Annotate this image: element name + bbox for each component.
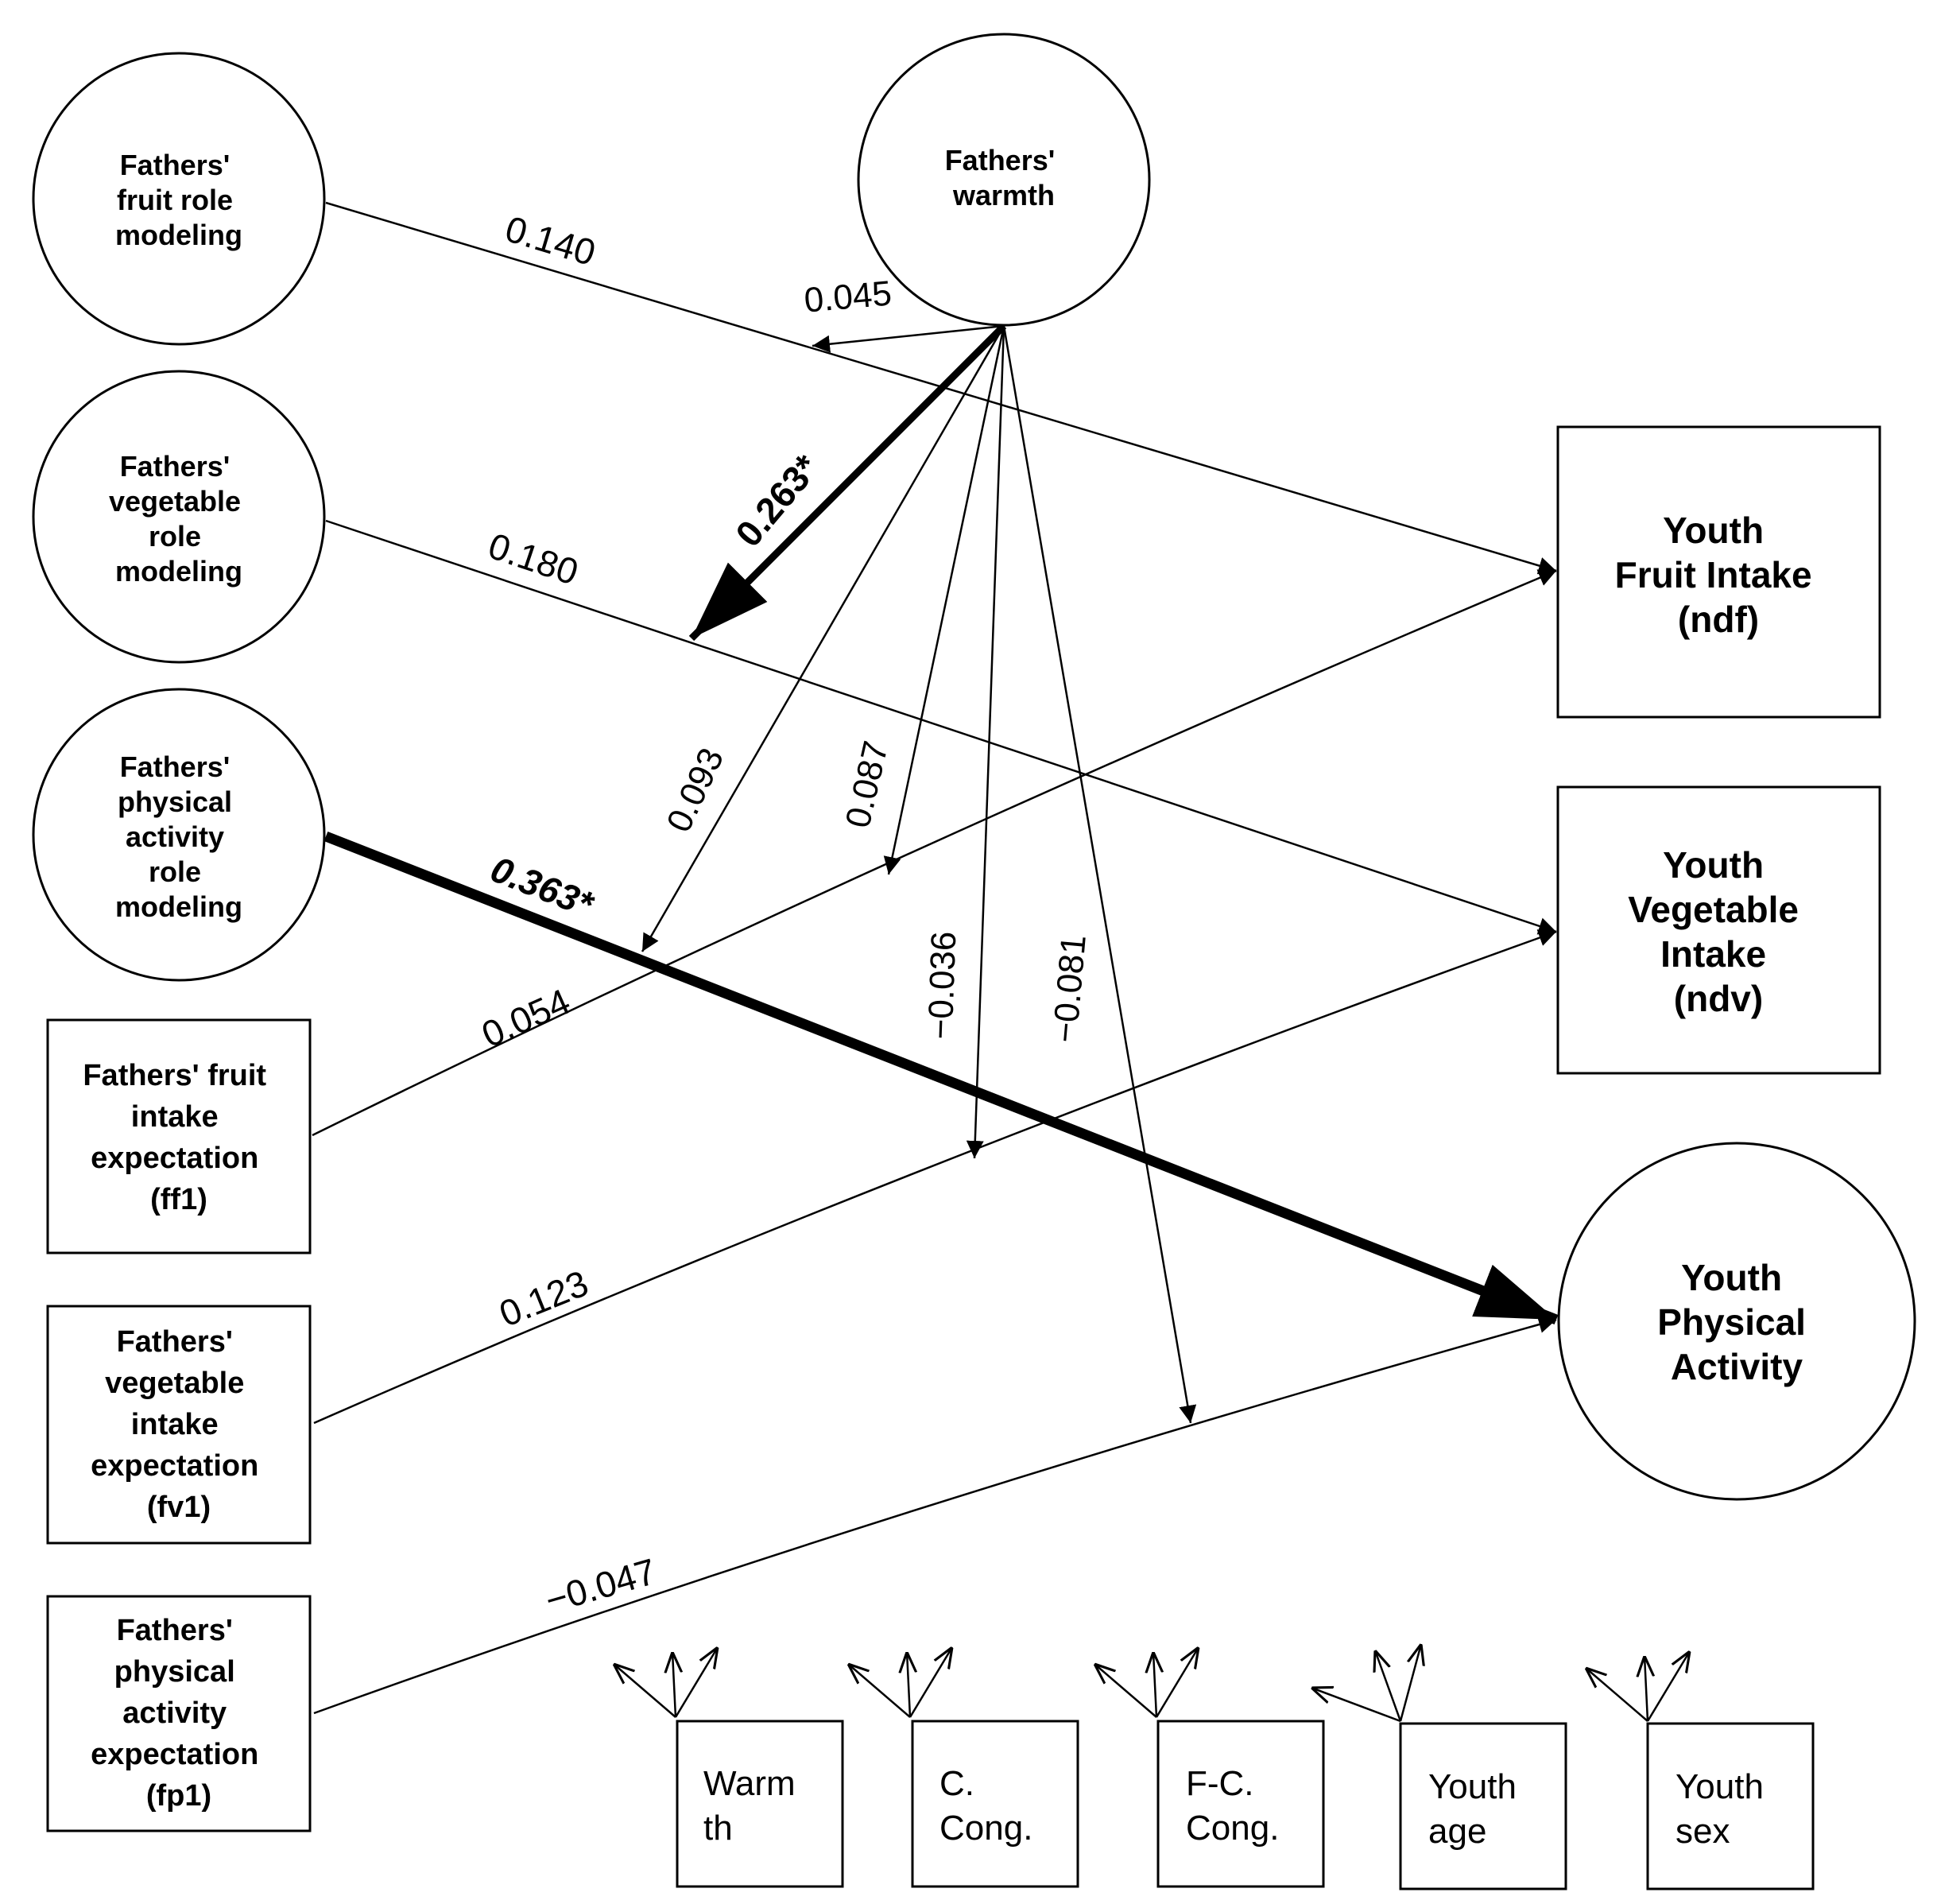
edge-fp1-to-ypa: −0.047 bbox=[313, 1316, 1557, 1715]
edge-label-warmth-fv1: −0.036 bbox=[921, 931, 964, 1040]
edge-label-ff1-ndf: 0.054 bbox=[475, 980, 575, 1055]
svg-text:Fathers' physical: Fathers' physical activity role modeling bbox=[115, 750, 242, 923]
edges: 0.140 0.180 0.363* 0.054 0.123 −0.047 0.… bbox=[312, 201, 1690, 1723]
svg-text:Youth Fruit Intake: Youth Fruit Intake (ndf) bbox=[1615, 510, 1823, 640]
edge-warmth-to-fruit-path: 0.045 bbox=[803, 273, 1005, 353]
svg-text:C. Cong.: C. Cong. bbox=[939, 1764, 1032, 1848]
covariate-f-c-cong: F-C. Cong. bbox=[1156, 1720, 1325, 1888]
node-fv1: Fathers' vegetable intake expectation (f… bbox=[46, 1305, 312, 1545]
svg-text:Fathers' vegetable: Fathers' vegetable role modeling bbox=[109, 450, 249, 587]
edge-warmth-to-fp1-path: −0.081 bbox=[1002, 325, 1197, 1424]
node-ff1: Fathers' fruit intake expectation (ff1) bbox=[46, 1018, 312, 1254]
covariate-youth-sex: Youth sex bbox=[1646, 1722, 1815, 1890]
covariate-warmth: Warm th bbox=[676, 1720, 844, 1888]
node-fp1: Fathers' physical activity expectation (… bbox=[46, 1595, 312, 1832]
svg-text:Warm th: Warm th bbox=[703, 1764, 805, 1848]
node-youth-vegetable-intake: Youth Vegetable Intake (ndv) bbox=[1556, 785, 1881, 1075]
svg-text:Youth Vegetable: Youth Vegetable Intake (ndv) bbox=[1628, 844, 1809, 1019]
nodes: Fathers' fruit role modeling Fathers' ve… bbox=[32, 33, 1916, 1890]
edge-label-pa-role-ypa: 0.363* bbox=[485, 848, 600, 926]
svg-text:Fathers' physical: Fathers' physical activity expectation (… bbox=[91, 1614, 267, 1813]
svg-text:Youth sex: Youth sex bbox=[1676, 1767, 1773, 1851]
node-physical-activity-role-modeling: Fathers' physical activity role modeling bbox=[32, 688, 326, 982]
svg-text:F-C. Cong.: F-C. Cong. bbox=[1186, 1764, 1279, 1848]
svg-text:Fathers' fruit intake: Fathers' fruit intake expectation (ff1) bbox=[83, 1059, 274, 1216]
covariate-c-cong: C. Cong. bbox=[911, 1720, 1079, 1888]
node-fruit-role-modeling: Fathers' fruit role modeling bbox=[32, 52, 326, 346]
edge-label-warmth-fp1: −0.081 bbox=[1045, 933, 1094, 1045]
edge-label-fp1-ypa: −0.047 bbox=[540, 1550, 661, 1621]
edge-warmth-to-veg-path: 0.263* bbox=[688, 323, 1007, 642]
svg-text:Fathers' fruit role: Fathers' fruit role modeling bbox=[115, 149, 242, 251]
svg-text:Youth age: Youth age bbox=[1428, 1767, 1526, 1851]
edge-label-warmth-veg: 0.263* bbox=[727, 447, 827, 554]
svg-text:Fathers' warmth: Fathers' warmth bbox=[945, 144, 1063, 211]
edge-label-warmth-pa: 0.093 bbox=[659, 743, 731, 839]
node-fathers-warmth: Fathers' warmth bbox=[857, 33, 1151, 327]
node-vegetable-role-modeling: Fathers' vegetable role modeling bbox=[32, 370, 326, 664]
svg-text:Fathers' vegetable: Fathers' vegetable intake expectation (f… bbox=[91, 1325, 267, 1524]
node-youth-fruit-intake: Youth Fruit Intake (ndf) bbox=[1556, 425, 1881, 719]
edge-warmth-to-pa-path: 0.093 bbox=[641, 325, 1005, 952]
edge-label-warmth-ff1: 0.087 bbox=[839, 738, 897, 832]
edge-label-fruit-role-ndf: 0.140 bbox=[501, 207, 600, 273]
edge-warmth-to-fv1-path: −0.036 bbox=[921, 325, 1005, 1159]
edge-label-veg-role-ndv: 0.180 bbox=[483, 525, 583, 593]
edge-label-warmth-fruit: 0.045 bbox=[803, 273, 893, 320]
covariate-youth-age: Youth age bbox=[1399, 1722, 1567, 1890]
svg-text:Youth Physical: Youth Physical Activity bbox=[1657, 1257, 1815, 1387]
covariate-arrows bbox=[614, 1644, 1690, 1723]
node-youth-physical-activity: Youth Physical Activity bbox=[1557, 1142, 1916, 1501]
edge-pa-role-to-ypa: 0.363* bbox=[323, 831, 1559, 1325]
